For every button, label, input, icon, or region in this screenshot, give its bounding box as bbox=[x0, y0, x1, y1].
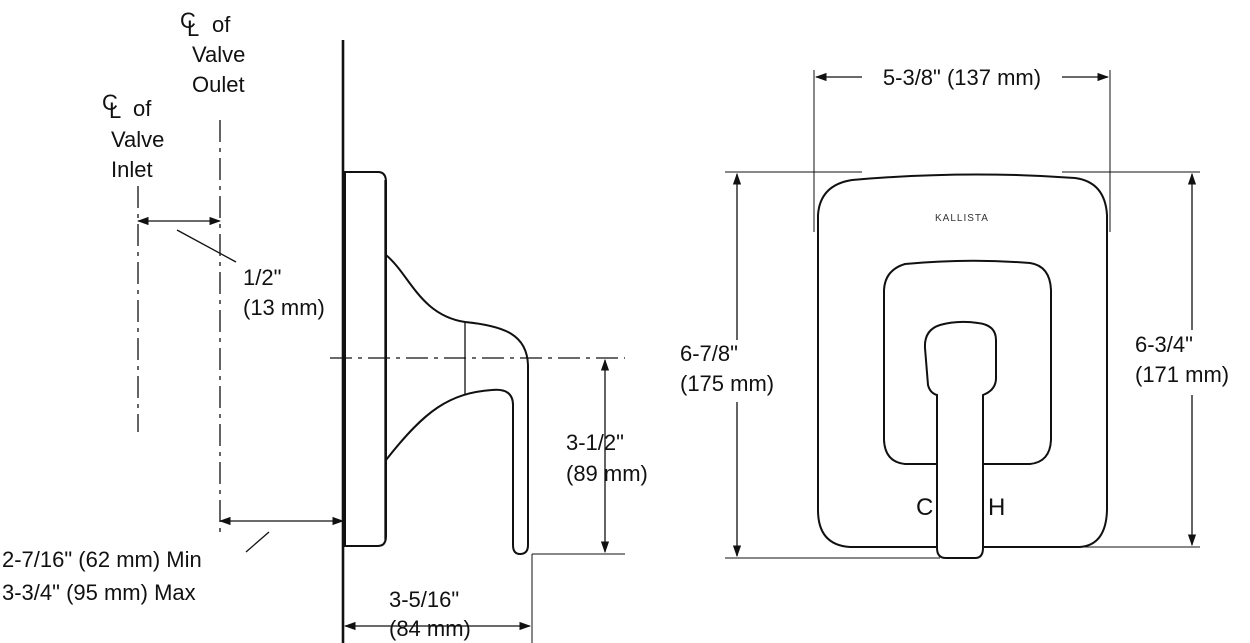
handle-height-dim-fraction: 6-3/4" bbox=[1135, 332, 1193, 357]
valve-inlet-label-line3: Inlet bbox=[111, 157, 153, 182]
valve-outlet-label: C L of Valve Oulet bbox=[180, 8, 245, 97]
centerline-symbol-icon: C L bbox=[102, 90, 121, 123]
svg-text:C: C bbox=[180, 8, 196, 33]
svg-text:C: C bbox=[102, 90, 118, 115]
depth-leader bbox=[245, 531, 270, 553]
handle-lever-front bbox=[923, 320, 997, 559]
height-dim-fraction: 6-7/8" bbox=[680, 341, 738, 366]
height-dim-metric: (175 mm) bbox=[680, 371, 774, 396]
valve-outlet-label-line1: of bbox=[212, 12, 231, 37]
escutcheon-plate-profile bbox=[344, 171, 387, 547]
projection-dim-fraction: 3-5/16" bbox=[389, 587, 459, 612]
depth-dim-min: 2-7/16" (62 mm) Min bbox=[2, 547, 202, 572]
brand-logo-text: KALLISTA bbox=[935, 213, 989, 224]
offset-leader bbox=[176, 229, 237, 263]
svg-text:L: L bbox=[187, 16, 199, 41]
svg-text:L: L bbox=[109, 98, 121, 123]
offset-dim-metric: (13 mm) bbox=[243, 295, 325, 320]
handle-height-dim-metric: (171 mm) bbox=[1135, 362, 1229, 387]
handle-profile bbox=[385, 252, 529, 556]
side-view: C L of Valve Oulet C L of Valve Inlet 1/… bbox=[2, 8, 648, 643]
valve-inlet-label-line1: of bbox=[133, 96, 152, 121]
valve-inlet-label-line2: Valve bbox=[111, 127, 164, 152]
centerline-symbol-icon: C L bbox=[180, 8, 199, 41]
projection-dim-metric: (84 mm) bbox=[389, 616, 471, 641]
valve-outlet-label-line3: Oulet bbox=[192, 72, 245, 97]
handle-drop-dim-metric: (89 mm) bbox=[566, 461, 648, 486]
cold-label: C bbox=[916, 494, 933, 521]
depth-dim-max: 3-3/4" (95 mm) Max bbox=[2, 580, 196, 605]
front-view: C H KALLISTA 5-3/8" (137 mm) 6-7/8" (175… bbox=[680, 65, 1229, 559]
hot-label: H bbox=[988, 494, 1005, 521]
valve-inlet-label: C L of Valve Inlet bbox=[102, 90, 164, 182]
offset-dim-fraction: 1/2" bbox=[243, 265, 281, 290]
valve-outlet-label-line2: Valve bbox=[192, 42, 245, 67]
width-dim-text: 5-3/8" (137 mm) bbox=[883, 65, 1041, 90]
handle-drop-dim-fraction: 3-1/2" bbox=[566, 430, 624, 455]
